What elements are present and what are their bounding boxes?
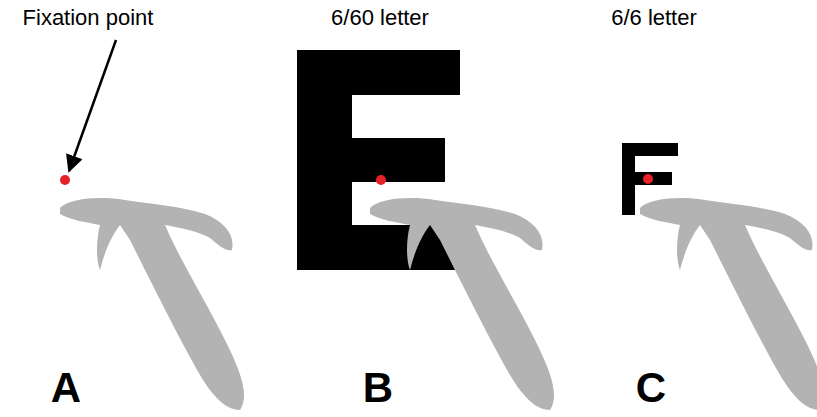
panel-heading: 6/6 letter [611, 6, 697, 30]
leader-arrow [69, 40, 116, 171]
fixation-dot [376, 175, 386, 185]
scotoma-shape [370, 198, 554, 410]
scotoma-shape [60, 198, 244, 410]
fixation-dot [643, 174, 653, 184]
panel-letter: A [51, 365, 81, 411]
callout-label: Fixation point [23, 6, 154, 30]
scotoma-shape [640, 198, 817, 410]
panel-letter: B [363, 365, 393, 411]
fixation-dot [60, 175, 70, 185]
panel-letter: C [636, 365, 666, 411]
panel-heading: 6/60 letter [331, 6, 429, 30]
